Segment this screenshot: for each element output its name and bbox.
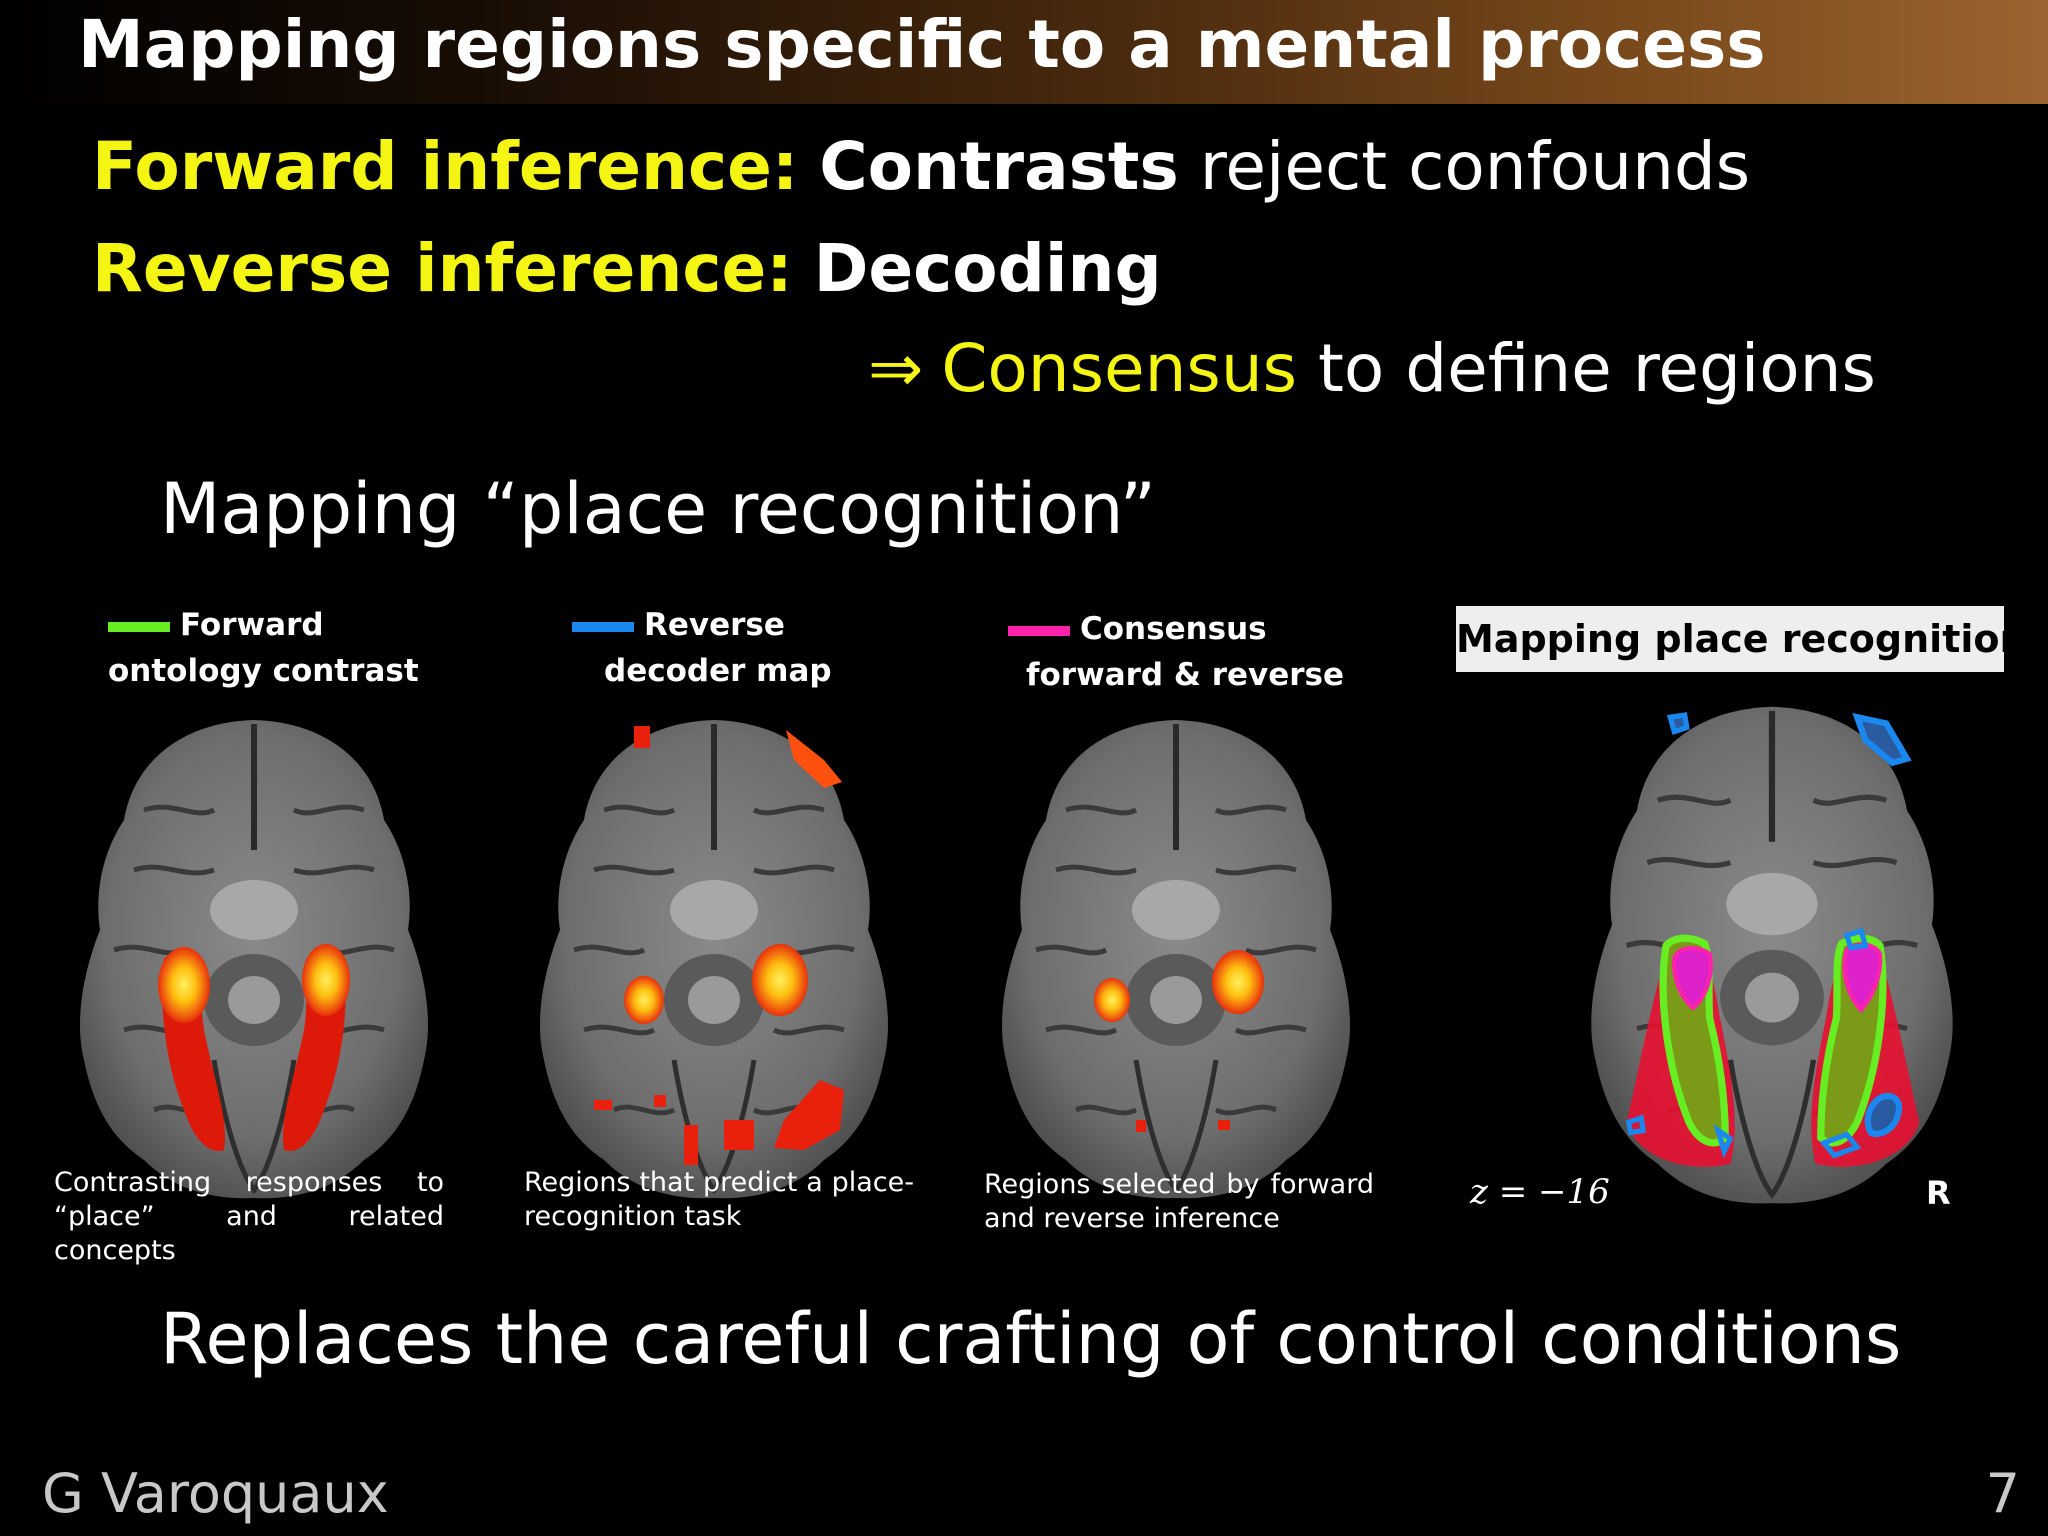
forward-inference-label: Forward inference:	[92, 128, 799, 205]
forward-caption: Contrasting responses to “place” and rel…	[54, 1167, 444, 1266]
forward-brain-map	[64, 700, 446, 1220]
legend-forward-line1: Forward	[180, 607, 324, 643]
reverse-caption: Regions that predict a place-recognition…	[524, 1167, 914, 1232]
reverse-brain-map	[524, 700, 906, 1220]
contrasts-word: Contrasts	[819, 128, 1179, 205]
legend-consensus: Consensus forward & reverse	[1008, 606, 1344, 698]
legend-consensus-line1: Consensus	[1080, 611, 1267, 647]
reverse-inference-label: Reverse inference:	[92, 230, 793, 307]
consensus-caption: Regions selected by forward and reverse …	[984, 1169, 1374, 1234]
reverse-swatch	[572, 621, 634, 632]
legend-reverse-line1: Reverse	[644, 607, 785, 643]
section-subtitle: Mapping “place recognition”	[160, 468, 1156, 550]
conclusion-line: Replaces the careful crafting of control…	[160, 1298, 1902, 1380]
legend-reverse: Reverse decoder map	[572, 602, 832, 694]
forward-inference-rest: reject confounds	[1199, 128, 1751, 205]
legend-forward: Forward ontology contrast	[108, 602, 419, 694]
slice-label: z = −16	[1470, 1172, 1610, 1212]
forward-inference-line: Forward inference: Contrasts reject conf…	[92, 128, 1750, 205]
consensus-brain-map	[986, 700, 1368, 1220]
implies-arrow: ⇒	[868, 330, 924, 407]
consensus-rest: to define regions	[1318, 330, 1876, 407]
reverse-inference-line: Reverse inference: Decoding	[92, 230, 1162, 307]
decoding-word: Decoding	[813, 230, 1162, 307]
legend-consensus-line2: forward & reverse	[1026, 657, 1345, 693]
consensus-swatch	[1008, 625, 1070, 636]
consensus-word: Consensus	[941, 330, 1298, 407]
author-name: G Varoquaux	[42, 1462, 389, 1525]
summary-brain-map	[1548, 686, 1998, 1226]
legend-reverse-line2: decoder map	[604, 653, 832, 689]
page-number: 7	[1985, 1462, 2020, 1525]
legend-forward-line2: ontology contrast	[108, 653, 419, 689]
summary-panel-label: Mapping place recognition	[1456, 606, 2027, 672]
forward-swatch	[108, 621, 170, 632]
orientation-label: R	[1926, 1174, 1951, 1212]
title-bar	[0, 0, 2048, 104]
slide-title: Mapping regions specific to a mental pro…	[78, 6, 1766, 83]
consensus-line: ⇒Consensus to define regions	[868, 330, 1876, 407]
